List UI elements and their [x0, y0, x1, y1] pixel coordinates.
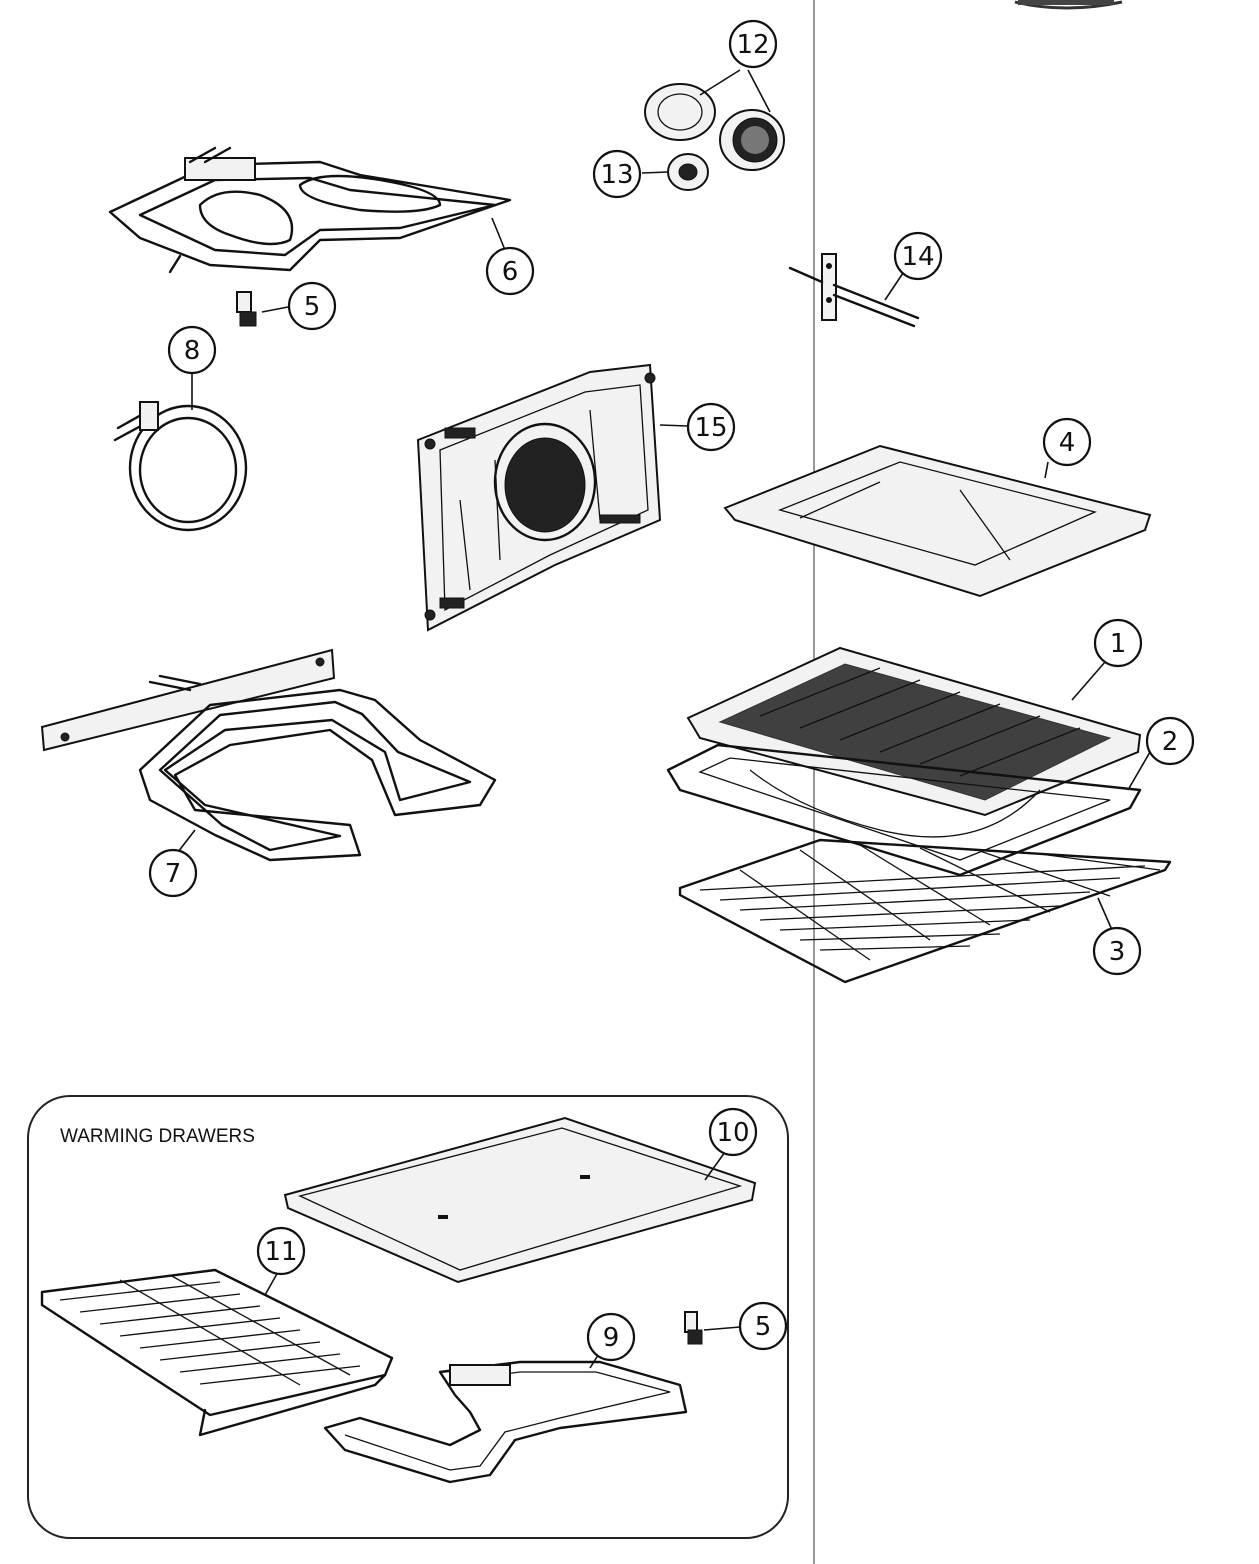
- callout-1: 1: [1093, 618, 1143, 668]
- callout-5-lower: 5: [738, 1301, 788, 1351]
- oven-rack: [678, 838, 1172, 984]
- callout-5-upper: 5: [287, 281, 337, 331]
- svg-text:4: 4: [1059, 428, 1076, 458]
- callout-2: 2: [1145, 716, 1195, 766]
- svg-text:12: 12: [736, 30, 769, 60]
- clip-part-lower: [684, 1311, 703, 1345]
- knobs: [644, 83, 785, 171]
- broiler-pan-grid: [686, 646, 1142, 817]
- callout-12: 12: [728, 19, 778, 69]
- callout-11: 11: [256, 1226, 306, 1276]
- svg-text:9: 9: [603, 1323, 620, 1353]
- drawer-heating-element: [323, 1360, 688, 1484]
- convection-element: [113, 401, 248, 532]
- callout-9: 9: [586, 1312, 636, 1362]
- clip-part-upper: [236, 291, 257, 327]
- callout-8: 8: [167, 325, 217, 375]
- bake-element: [40, 648, 497, 862]
- svg-text:2: 2: [1162, 727, 1179, 757]
- callout-4: 4: [1042, 417, 1092, 467]
- svg-text:1: 1: [1110, 629, 1127, 659]
- drip-tray: [723, 444, 1152, 598]
- callout-10: 10: [708, 1107, 758, 1157]
- svg-text:10: 10: [716, 1118, 749, 1148]
- broiler-pan: [666, 743, 1142, 877]
- svg-text:5: 5: [304, 292, 321, 322]
- broil-element: [108, 146, 512, 274]
- fan-cover: [416, 363, 662, 632]
- svg-text:7: 7: [165, 859, 182, 889]
- svg-text:5: 5: [755, 1312, 772, 1342]
- drawer-panel: [283, 1116, 757, 1284]
- callout-13: 13: [592, 149, 642, 199]
- svg-text:8: 8: [184, 336, 201, 366]
- callout-15: 15: [686, 402, 736, 452]
- knob-insert: [667, 153, 709, 191]
- callout-14: 14: [893, 231, 943, 281]
- svg-text:13: 13: [600, 160, 633, 190]
- warming-drawers-panel: [27, 1095, 789, 1539]
- svg-text:11: 11: [264, 1237, 297, 1267]
- callout-3: 3: [1092, 926, 1142, 976]
- callout-6: 6: [485, 246, 535, 296]
- svg-text:15: 15: [694, 413, 727, 443]
- svg-text:6: 6: [502, 257, 519, 287]
- warming-drawers-title: WARMING DRAWERS: [60, 1126, 255, 1147]
- svg-text:14: 14: [901, 242, 934, 272]
- logo-mark: [1014, 0, 1123, 10]
- temperature-sensor: [788, 253, 920, 328]
- svg-text:3: 3: [1109, 937, 1126, 967]
- callout-7: 7: [148, 848, 198, 898]
- drawer-rack: [40, 1268, 394, 1437]
